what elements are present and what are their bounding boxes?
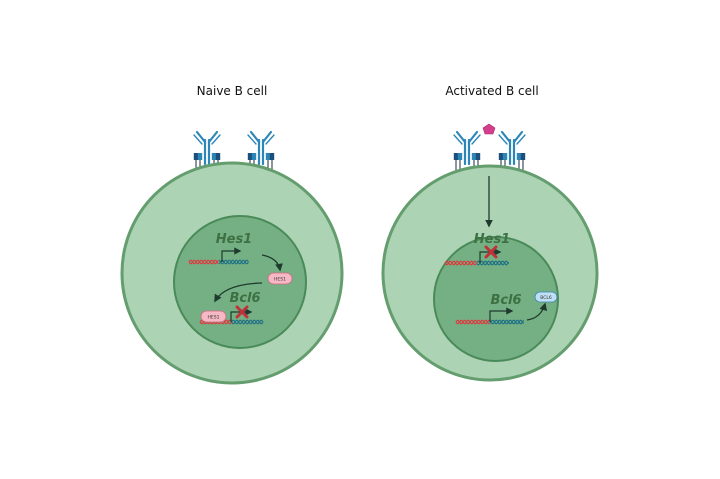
hes1-gene-dna: [188, 259, 249, 265]
bcl6-gene-dna: [455, 319, 525, 325]
promoter-arrow-icon: [479, 248, 502, 263]
hes1-gene-dna: [444, 260, 509, 266]
hes1-gene-label: Hes1: [474, 232, 510, 247]
bcl6-protein: BCL6: [534, 291, 558, 303]
hes1-gene-label: Hes1: [216, 232, 252, 247]
b-cell-receptor-icon: [247, 130, 275, 172]
naive-panel-title: Naive B cell: [197, 84, 268, 98]
activated-panel-title: Activated B cell: [445, 84, 538, 98]
naive-b-cell-panel: Naive B cell Hes1 HES1 Bcl6 HES1: [120, 84, 344, 385]
hes1-protein: HES1: [267, 272, 293, 285]
bcl6-gene-label: Bcl6: [490, 293, 521, 308]
repression-arrow: [214, 282, 263, 303]
expression-arrow: [261, 254, 283, 272]
promoter-arrow-icon: [221, 247, 242, 262]
repression-x-icon: [484, 245, 498, 259]
b-cell-receptor-icon: [453, 130, 481, 172]
hes1-protein-label: HES1: [274, 277, 286, 283]
bcl6-gene-label: Bcl6: [229, 291, 260, 306]
hes1-protein: HES1: [200, 310, 227, 323]
promoter-arrow-icon: [230, 308, 253, 322]
activated-b-cell-panel: Activated B cell Hes1 Bcl6 BCL6: [381, 84, 599, 382]
antigen-icon: [482, 123, 496, 135]
b-cell-receptor-icon: [498, 130, 526, 172]
expression-arrow: [526, 302, 548, 321]
bcl6-protein-label: BCL6: [540, 295, 552, 301]
repression-x-icon: [235, 305, 249, 319]
nucleus: [433, 236, 559, 362]
promoter-arrow-icon: [489, 307, 514, 322]
hes1-protein-label: HES1: [208, 315, 220, 321]
